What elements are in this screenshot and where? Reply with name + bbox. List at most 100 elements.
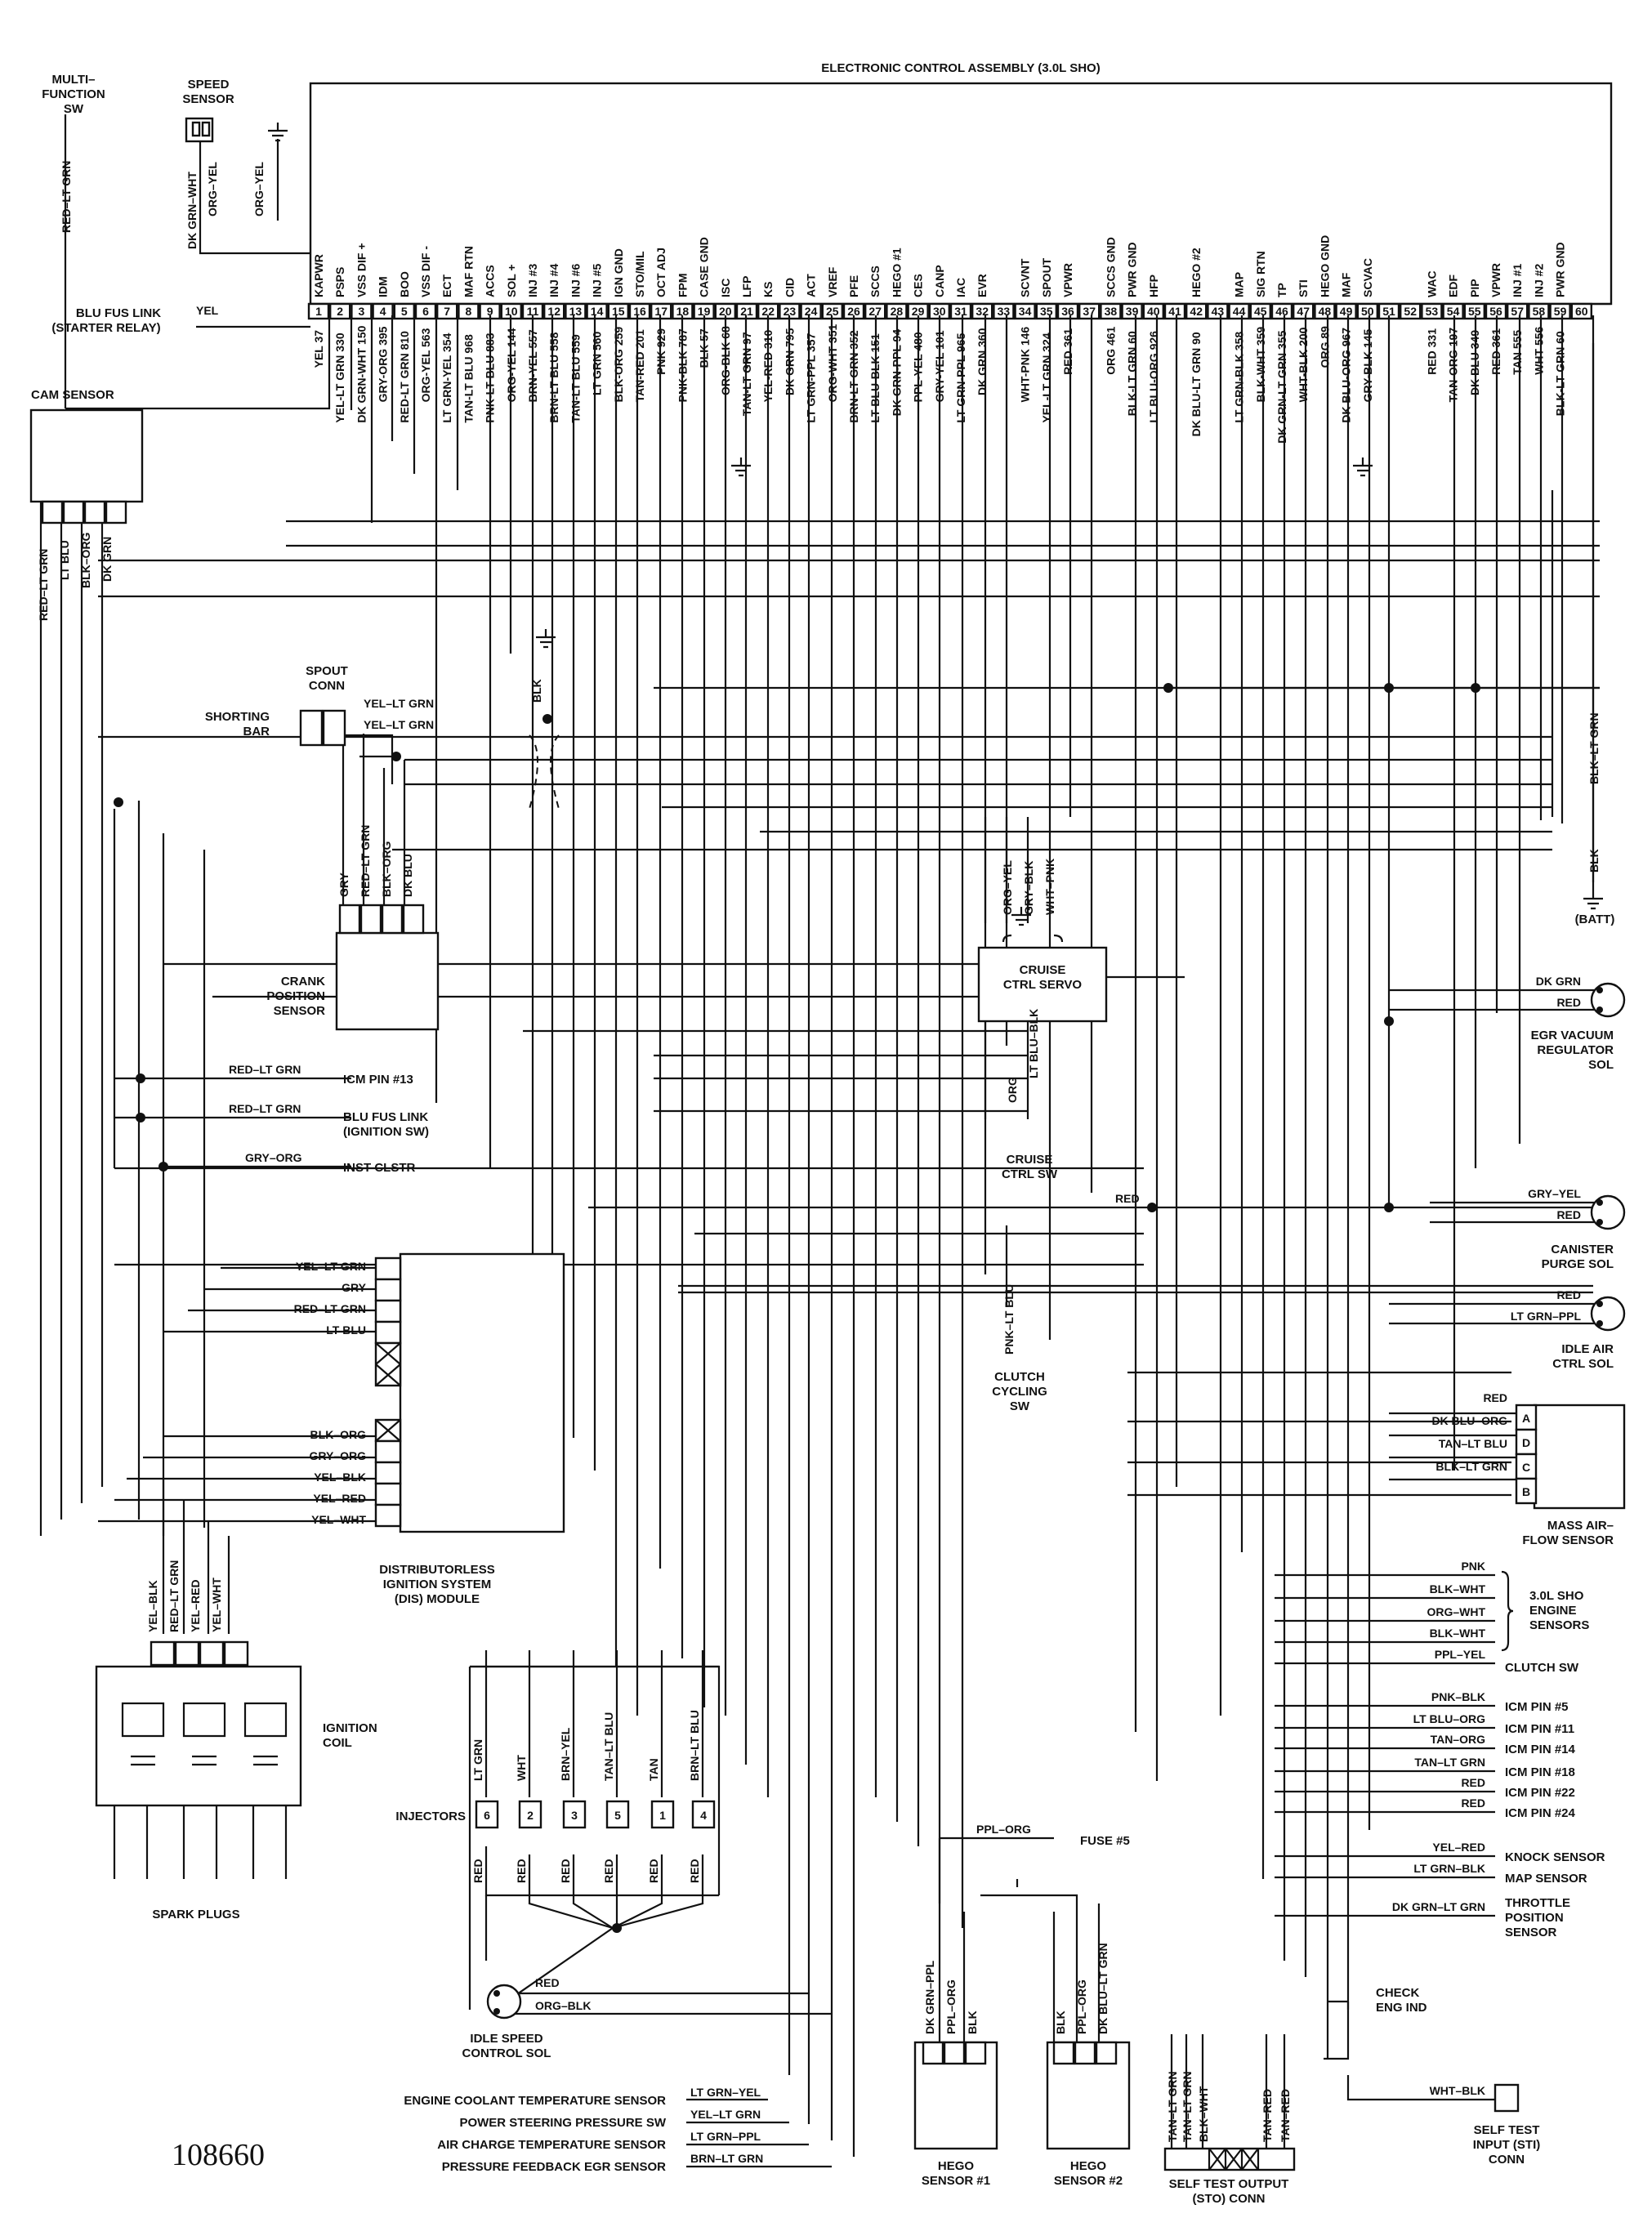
dis-module-box [374,1252,565,1533]
blu-fus-ign-wire: RED–LT GRN [229,1102,301,1115]
inst-clstr-wire: GRY–ORG [245,1151,302,1164]
maf-wire-1: RED [1483,1391,1507,1404]
cam-wire-2: LT BLU [58,540,71,580]
eca-pin-number: 34 [1019,305,1032,318]
dis-wire-1: YEL–LT GRN [296,1260,366,1273]
hego1-label-2: SENSOR #1 [922,2174,990,2188]
ignition-coil-label-1: IGNITION [323,1721,377,1735]
eca-pin-box [393,302,415,320]
eca-pin-number: 25 [826,305,839,318]
eca-pin-box [1207,302,1229,320]
crank-label-1: CRANK [281,975,325,989]
canister-wire-1: GRY–YEL [1528,1187,1581,1200]
hego1-wire-3: BLK [966,2011,979,2034]
eca-pin-box [372,302,394,320]
eca-pin-box [543,302,565,320]
eca-pin-wire: ORG 89 [1318,326,1331,368]
eca-pin-number: 37 [1083,305,1096,318]
crank-wire-2: RED–LT GRN [359,825,372,897]
injectors-label: INJECTORS [395,1810,466,1823]
eca-pin-name: SCCS [868,266,882,297]
hego1-wire-2: PPL–ORG [944,1979,958,2034]
eca-pin-number: 20 [719,305,732,318]
speed-sensor-label-1: SPEED [188,78,230,91]
eca-pin-box [1292,302,1315,320]
eca-pin-wire: BLK-LT GRN 60 [1126,331,1139,416]
eca-pin-number: 22 [761,305,775,318]
hego2-wire-3: DK BLU–LT GRN [1096,1943,1110,2034]
icm-pin-label-1: ICM PIN #5 [1505,1700,1569,1714]
eca-pin-box [458,302,480,320]
idle-air-wire-1: RED [1556,1288,1581,1301]
eca-pin-wire: TAN-LT BLU 968 [462,334,475,423]
eca-pin-box [1442,302,1464,320]
eca-pin-box [1249,302,1272,320]
eca-pin-name: MAF [1340,272,1353,297]
hego1-wire-1: DK GRN–PPL [923,1960,936,2034]
dis-wire-2: GRY [342,1281,366,1294]
eca-pin-wire: LT GRN 560 [591,331,604,395]
dis-wire-8: YEL–RED [313,1492,366,1505]
eca-pin-name: WAC [1425,270,1438,297]
red-bus-label: RED [1115,1192,1140,1205]
hego2-box [1046,2041,1131,2150]
injector-top-wire-3: BRN–YEL [559,1727,572,1781]
engine-sensor-wire-4: BLK–WHT [1430,1627,1486,1640]
sto-wire-4: TAN–RED [1261,2089,1274,2142]
sto-label-2: (STO) CONN [1193,2192,1266,2206]
batt-wire-1: BLK–LT GRN [1587,712,1601,784]
dis-wire-4: LT BLU [326,1323,366,1337]
eca-pin-wire: DK GRN-LT GRN 355 [1275,330,1288,443]
ignition-coil-box [95,1640,302,1879]
speed-sensor-plug [185,117,214,143]
eca-pin-name: ACCS [484,265,497,297]
eca-pin-name: CANP [933,265,946,297]
idle-speed-wire-1: RED [535,1976,560,1989]
eca-pin-number: 43 [1212,305,1225,318]
idle-speed-sol-symbol [486,1984,522,2020]
eca-pin-box [993,302,1015,320]
eca-pin-name: HEGO #2 [1190,248,1203,297]
eca-pin-wire: GRY-BLK 145 [1361,328,1374,402]
sto-wire-5: TAN–RED [1279,2089,1292,2142]
idle-air-symbol [1590,1296,1626,1332]
eca-pin-number: 29 [912,305,925,318]
inst-clstr-label: INST CLSTR [343,1161,415,1175]
coil-wire-3: YEL–RED [189,1579,202,1632]
eca-pin-number: 41 [1168,305,1181,318]
eca-pin-number: 35 [1040,305,1053,318]
eca-pin-name: PWR GND [1126,242,1139,297]
eca-pin-number: 55 [1468,305,1481,318]
maf-wire-3: TAN–LT BLU [1439,1437,1507,1450]
bus-wiring [39,114,1600,2168]
idle-air-wire-2: LT GRN–PPL [1511,1310,1582,1323]
eca-pin-number: 1 [315,305,322,318]
icm-pin-wire-5: RED [1461,1776,1485,1789]
junction-dots [114,683,1480,1933]
eca-pin-wire: LT GRN-PPL 965 [954,332,967,422]
idle-air-label-1: IDLE AIR [1561,1342,1614,1356]
eca-pin-name: SCVAC [1361,258,1374,297]
engine-sensor-wire-1: PNK [1461,1560,1485,1573]
fuse5-label: FUSE #5 [1080,1834,1130,1848]
eca-pin-number: 19 [698,305,711,318]
multi-function-sw-label-1: MULTI– [51,73,95,87]
throttle-label-1: THROTTLE [1505,1896,1570,1910]
eca-pin-number: 51 [1382,305,1395,318]
speed-sensor-label-2: SENSOR [182,92,234,106]
eca-pin-name: VPWR [1489,263,1502,297]
speed-wire-3: ORG–YEL [252,162,266,216]
shorting-bar-label-1: SHORTING [205,710,270,724]
eca-pin-wire: WHT-BLK 200 [1297,327,1310,402]
cruise-sw-wire-2: LT BLU–BLK [1027,1009,1040,1078]
eca-pin-wire: BRN-LT BLU 558 [547,332,560,422]
speed-wire-2: ORG–YEL [206,162,219,216]
coil-wire-4: YEL–WHT [210,1578,223,1632]
engine-sensors-label-2: ENGINE [1529,1604,1577,1618]
cruise-servo-wire-2: GRY–BLK [1022,861,1035,915]
eca-pin-box [1314,302,1336,320]
eca-pin-name: EDF [1447,274,1460,297]
eca-pin-name: INJ #6 [569,264,582,297]
eca-title: ELECTRONIC CONTROL ASSEMBLY (3.0L SHO) [821,61,1100,75]
